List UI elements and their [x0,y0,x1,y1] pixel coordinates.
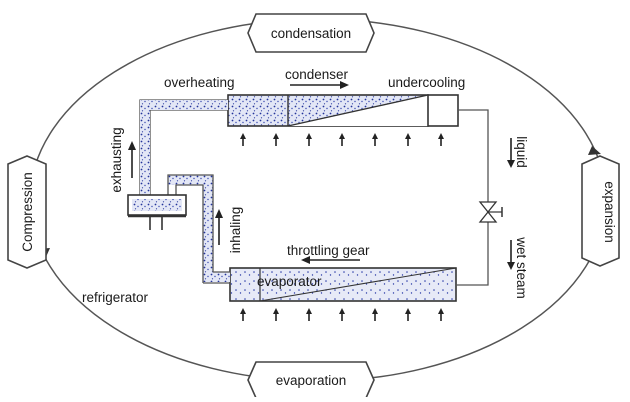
airflow-arrow-icon [339,308,345,321]
refrigerator-label: refrigerator [82,290,149,305]
exhausting-label: exhausting [109,127,124,192]
airflow-arrow-icon [273,133,279,146]
evaporator-airflow-arrows [240,308,444,321]
stage-expansion: expansion [581,155,620,267]
airflow-arrow-icon [273,308,279,321]
stage-compression: Compression [7,155,47,269]
wet-steam-label: wet steam [514,236,529,299]
airflow-arrow-icon [405,133,411,146]
airflow-arrow-icon [438,308,444,321]
undercooling-label: undercooling [388,75,465,90]
loop-arrow-icon [588,146,601,155]
airflow-arrow-icon [372,308,378,321]
airflow-arrow-icon [306,133,312,146]
airflow-arrow-icon [306,308,312,321]
wetsteam-flow-arrow-icon [507,240,515,270]
stage-evaporation: evaporation [247,361,375,399]
condenser-flow-arrow-icon [290,81,349,89]
airflow-arrow-icon [240,133,246,146]
stage-evaporation-label: evaporation [276,373,347,388]
liquid-flow-arrow-icon [507,138,515,168]
liquid-line [456,109,489,286]
throttle-valve [478,201,503,223]
stage-expansion-label: expansion [602,181,617,243]
condenser [227,94,459,127]
liquid-label: liquid [514,136,529,168]
throttling-gear-label: throttling gear [287,243,370,258]
stage-compression-label: Compression [20,172,35,252]
overheating-label: overheating [164,75,235,90]
evaporator [229,267,457,302]
airflow-arrow-icon [339,133,345,146]
condenser-label: condenser [285,67,349,82]
compressor [127,194,187,230]
airflow-arrow-icon [372,133,378,146]
stage-condensation-label: condensation [271,26,351,41]
throttling-flow-arrow-icon [301,256,360,264]
airflow-arrow-icon [438,133,444,146]
airflow-arrow-icon [405,308,411,321]
exhaust-flow-arrow-icon [128,141,136,178]
condenser-airflow-arrows [240,133,444,146]
exhaust-pipe [139,99,228,195]
inhaling-label: inhaling [228,207,243,254]
inhale-flow-arrow-icon [215,209,223,245]
stage-condensation: condensation [247,13,375,53]
airflow-arrow-icon [240,308,246,321]
evaporator-label: evaporator [257,274,322,289]
inhale-pipe [167,174,230,284]
